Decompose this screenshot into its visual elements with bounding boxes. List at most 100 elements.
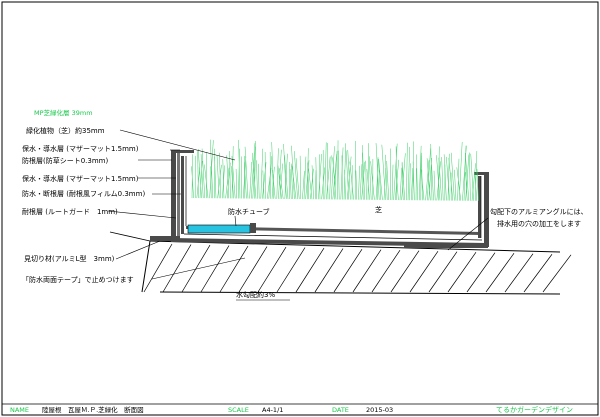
- grass-blade: [361, 161, 366, 200]
- grass-blade: [299, 155, 302, 200]
- tb-scale-key: SCALE: [228, 406, 249, 414]
- hatch-line: [257, 246, 287, 293]
- grass-blade: [307, 162, 310, 200]
- grass-blade: [256, 160, 258, 199]
- grass-blade: [345, 150, 350, 200]
- hatch-line: [181, 244, 211, 293]
- grass-blade: [425, 160, 430, 201]
- grass-blade: [344, 169, 346, 200]
- grass-blade: [235, 168, 238, 199]
- grass-blade: [465, 172, 468, 201]
- hatch-line: [504, 253, 534, 293]
- grass-blade: [244, 162, 247, 199]
- label-tape: 「防水両面テープ」で止めつけます: [22, 275, 134, 284]
- tb-date-value: 2015-03: [366, 406, 393, 414]
- label-layer-5: 防水・断根層 (耐根風フィルム0.3mm): [22, 189, 145, 198]
- grass-blade: [436, 155, 441, 201]
- label-layer-3: 防根層(防草シート0.3mm): [22, 156, 109, 165]
- grass-blade: [474, 151, 478, 201]
- slab-bottom-line: [159, 291, 561, 295]
- label-layer-6: 耐根層 (ルートガード 1mm): [22, 207, 118, 216]
- left-wall-inner: [181, 156, 184, 234]
- grass-blade: [378, 159, 383, 200]
- hatch-line: [485, 253, 515, 293]
- hatch-line: [352, 249, 382, 293]
- grass-blade: [426, 158, 431, 201]
- grass-blade: [324, 142, 327, 200]
- left-wall-outer: [171, 150, 176, 242]
- grass-blade: [446, 156, 450, 201]
- edge-angle-right: [404, 243, 488, 248]
- grass-blade: [276, 148, 279, 199]
- hatch-line: [428, 251, 458, 293]
- grass-blade: [305, 160, 310, 200]
- tb-name-value: 陸屋根 瓦屋Ｍ.Ｐ.芝緑化 断面図: [42, 405, 144, 414]
- grass-blade: [347, 149, 351, 200]
- grass-blade: [308, 168, 313, 200]
- grass-blade: [314, 170, 317, 200]
- hatch-line: [447, 252, 477, 293]
- grass-blade: [361, 145, 366, 200]
- grass-blade: [289, 168, 292, 200]
- grass-blade: [420, 169, 425, 201]
- waterproof-tube: [187, 224, 251, 234]
- grass-blade: [412, 161, 415, 201]
- grass-blade: [290, 163, 294, 200]
- left-wall-mid: [177, 153, 180, 237]
- hatch-line: [162, 244, 192, 293]
- grass-blade: [326, 156, 331, 200]
- grass-blade: [476, 168, 479, 201]
- grass-blade: [303, 156, 307, 200]
- grass-blade: [197, 149, 202, 199]
- grass-blade: [250, 143, 256, 199]
- edge-angle-left: [150, 236, 180, 241]
- hatch-line: [466, 252, 496, 293]
- label-layer-2: 保水・導水層 (マザーマット1.5mm): [22, 144, 139, 153]
- grass-blade: [213, 148, 217, 199]
- grass-blade: [426, 148, 431, 201]
- slab-top-line: [149, 240, 561, 253]
- grass-blade: [349, 161, 354, 200]
- grass-blade: [362, 152, 364, 200]
- grass-blade: [238, 139, 241, 199]
- grass-blade: [433, 170, 436, 201]
- label-note-2: 排水用の穴の加工をします: [497, 219, 581, 228]
- ground-hatch: [143, 243, 572, 293]
- grass-blade: [217, 164, 222, 199]
- grass-blade: [334, 151, 338, 200]
- grass-layer: [191, 139, 479, 201]
- grass-blade: [319, 154, 321, 200]
- hatch-line: [371, 249, 401, 293]
- grass-blade: [219, 152, 222, 199]
- grass-blade: [251, 152, 257, 199]
- grass-blade: [204, 164, 209, 199]
- label-tube: 防水チューブ: [228, 207, 270, 216]
- tb-brand: てるかガーデンデザイン: [496, 405, 573, 414]
- leader-lines: [107, 129, 489, 301]
- grass-blade: [470, 153, 474, 201]
- grass-blade: [365, 160, 367, 200]
- grass-blade: [366, 169, 370, 200]
- grass-blade: [338, 150, 340, 200]
- grass-blade: [201, 148, 206, 199]
- grass-blade: [471, 163, 476, 201]
- grass-blade: [416, 168, 418, 201]
- grass-blade: [330, 146, 335, 200]
- grass-blade: [200, 154, 204, 199]
- grass-blade: [430, 143, 433, 201]
- grass-blade: [385, 154, 388, 200]
- grass-blade: [332, 153, 337, 200]
- grass-blade: [272, 170, 276, 199]
- grass-blade: [469, 152, 471, 201]
- grass-blade: [332, 157, 337, 200]
- grass-blade: [244, 146, 249, 199]
- hatch-line: [276, 247, 306, 293]
- grass-blade: [277, 165, 282, 199]
- grass-blade: [310, 168, 314, 200]
- grass-blade: [291, 165, 297, 200]
- grass-blade: [258, 163, 260, 199]
- hatch-line: [333, 248, 363, 293]
- grass-blade: [443, 154, 447, 201]
- label-layer-4: 保水・導水層 (マザーマット1.5mm): [22, 174, 139, 183]
- tb-name-key: NAME: [10, 406, 29, 414]
